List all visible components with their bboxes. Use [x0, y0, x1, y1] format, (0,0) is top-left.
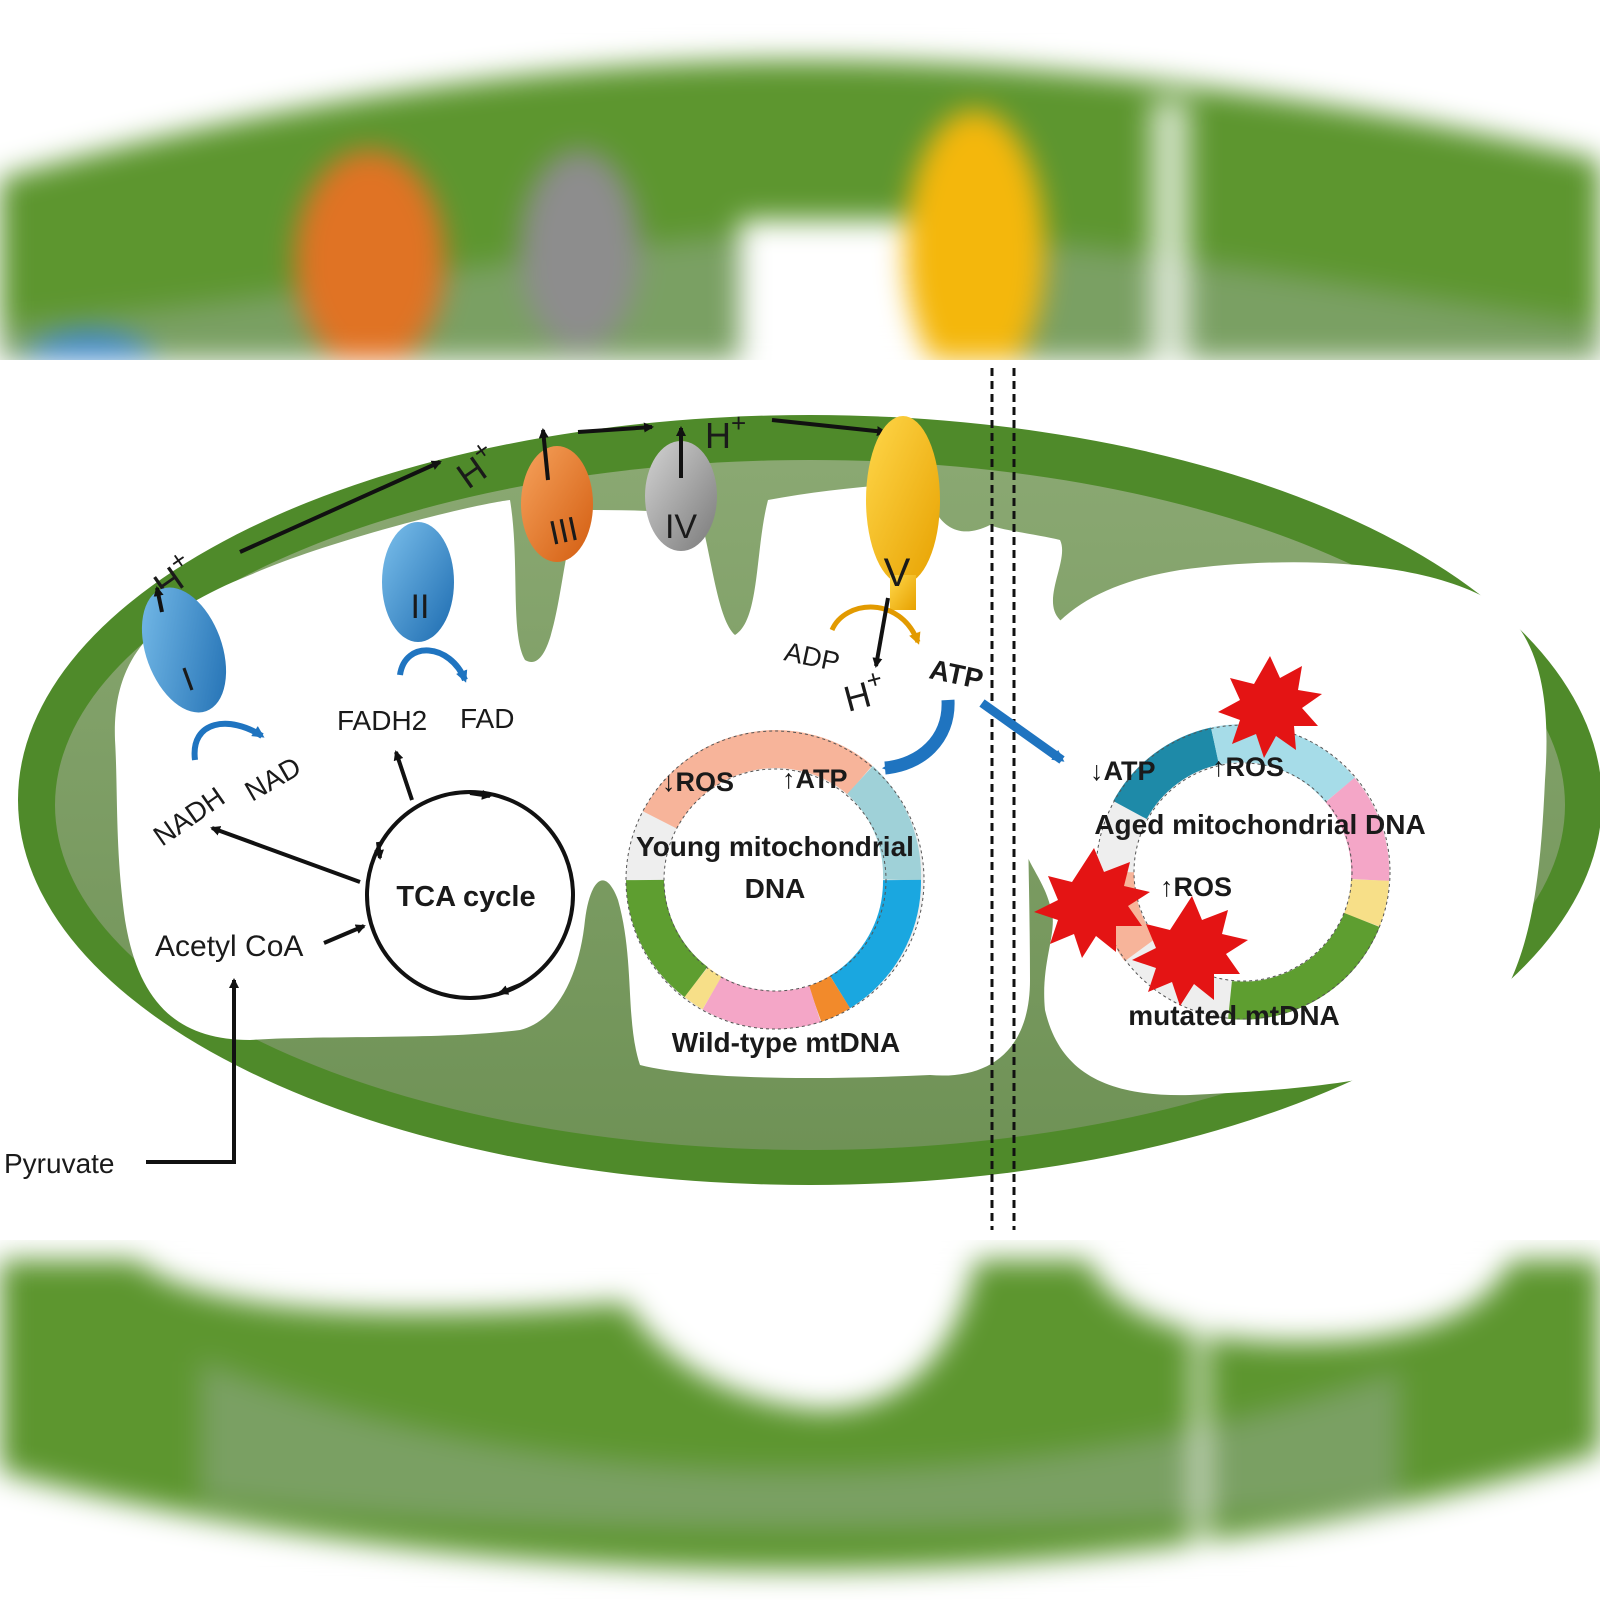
complex-v: V: [829, 416, 940, 668]
blurred-bottom-art: [0, 1240, 1600, 1600]
svg-text:H+: H+: [838, 663, 890, 720]
blurred-bottom-band: [0, 1240, 1600, 1600]
atp-to-young-arrow: [882, 699, 955, 775]
young-atp-label: ↑ATP: [782, 764, 848, 794]
tca-cycle: TCA cycle: [365, 789, 575, 1000]
young-caption: Wild-type mtDNA: [672, 1027, 900, 1058]
mutation-burst-icon: [1218, 656, 1322, 758]
proton-flow-arrow-3: [771, 418, 887, 437]
complex-iv: IV: [645, 426, 717, 551]
acetyl-to-tca-arrow: [323, 924, 366, 945]
aged-caption: mutated mtDNA: [1128, 1000, 1340, 1031]
svg-text:TCA cycle: TCA cycle: [396, 881, 535, 913]
atp-to-aged-arrow: [979, 699, 1065, 764]
young-ros-label: ↓ROS: [662, 767, 734, 797]
blurred-top-art: [0, 0, 1600, 360]
proton-flow-arrow-1: [239, 460, 442, 554]
mutation-burst-icon: [1034, 848, 1150, 958]
pyruvate-arrow: [146, 978, 239, 1164]
complex-iii: III: [521, 428, 593, 562]
proton-flow-arrow-2: [577, 422, 654, 434]
tca-to-nadh-arrow: [210, 826, 361, 884]
aged-title: Aged mitochondrial DNA: [1094, 809, 1425, 840]
mitochondria-diagram: H+ H+ H+ H+ I II III: [0, 360, 1600, 1240]
fad-label: FAD: [460, 703, 514, 734]
blurred-top-band: [0, 0, 1600, 360]
diagram-canvas: H+ H+ H+ H+ I II III: [4, 368, 1600, 1230]
mutation-burst-icon: [1132, 896, 1248, 1006]
svg-text:II: II: [411, 588, 430, 626]
aged-ros-label-2: ↑ROS: [1160, 872, 1232, 902]
young-title-line2: DNA: [745, 873, 806, 904]
svg-text:V: V: [884, 551, 911, 595]
tca-to-fadh2-arrow: [393, 750, 414, 801]
young-mtdna-ring: [625, 730, 925, 1030]
proton-label-3: H+: [705, 408, 746, 456]
aged-atp-label: ↓ATP: [1090, 756, 1156, 786]
proton-label-4: H+: [838, 663, 890, 720]
aged-ros-label-1: ↑ROS: [1212, 752, 1284, 782]
acetyl-coa-label: Acetyl CoA: [155, 930, 303, 963]
svg-text:H+: H+: [705, 408, 746, 456]
young-title-line1: Young mitochondrial: [636, 831, 914, 862]
complex-ii: II: [382, 522, 468, 683]
svg-text:IV: IV: [665, 508, 697, 546]
fadh2-label: FADH2: [337, 705, 427, 736]
cristae-space-left: [114, 482, 1121, 1078]
pyruvate-label: Pyruvate: [4, 1148, 115, 1179]
complex-i: I: [141, 586, 265, 761]
